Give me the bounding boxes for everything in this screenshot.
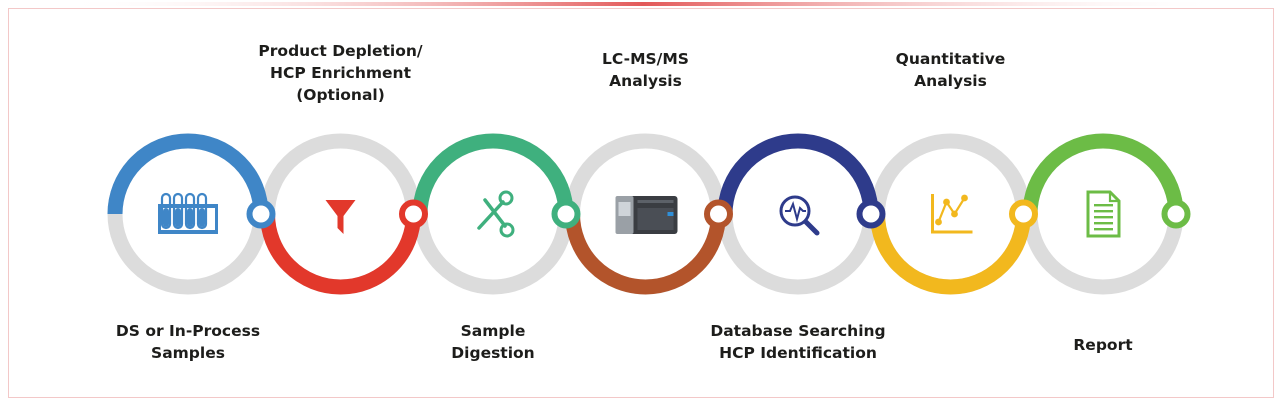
lcms-analysis-label-line: LC-MS/MS (602, 50, 689, 68)
ds-samples-label-line: Samples (151, 344, 225, 362)
report-connector-node (1161, 199, 1191, 229)
quantitative-analysis-label-line: Quantitative (895, 50, 1006, 68)
lcms-analysis-label: LC-MS/MS Analysis (602, 48, 689, 92)
product-depletion-label-line: (Optional) (296, 86, 385, 104)
database-searching-label-line: HCP Identification (719, 344, 877, 362)
product-depletion-label-line: Product Depletion/ (258, 42, 423, 60)
report-label-line: Report (1073, 336, 1133, 354)
product-depletion-arc (260, 213, 421, 295)
funnel-icon (325, 200, 356, 234)
lcms-analysis-arc (565, 213, 726, 295)
product-depletion-label: Product Depletion/HCP Enrichment (Optiona… (258, 40, 422, 106)
lcms-analysis-connector-node (704, 199, 733, 229)
quantitative-analysis-arc (870, 213, 1031, 295)
database-searching-label-line: Database Searching (710, 322, 886, 340)
report-label: Report (1073, 334, 1132, 356)
sample-digestion-label-line: Sample (460, 322, 526, 340)
magnifier-waveform-icon (779, 195, 820, 236)
ds-samples-arc (107, 133, 269, 215)
quantitative-analysis-label-line: Analysis (914, 72, 987, 90)
ds-samples-label-line: DS or In-Process (115, 322, 261, 340)
mass-spectrometer-icon (615, 196, 678, 234)
product-depletion-label-line: HCP Enrichment (269, 64, 411, 82)
top-accent-bar (60, 2, 1226, 6)
sample-digestion-arc (412, 133, 574, 215)
database-searching-arc (717, 133, 879, 215)
lcms-analysis-label-line: Analysis (609, 72, 682, 90)
test-tubes-icon (158, 192, 218, 234)
report-arc (1022, 133, 1184, 215)
document-icon (1086, 190, 1121, 238)
quantitative-analysis-connector-node (1009, 199, 1038, 229)
ds-samples-connector-node (246, 199, 276, 229)
sample-digestion-connector-node (551, 199, 581, 229)
sample-digestion-label-line: Digestion (451, 344, 535, 362)
line-chart-icon (931, 194, 973, 234)
product-depletion-connector-node (399, 199, 428, 229)
scissors-icon (477, 190, 515, 238)
database-searching-connector-node (856, 199, 886, 229)
